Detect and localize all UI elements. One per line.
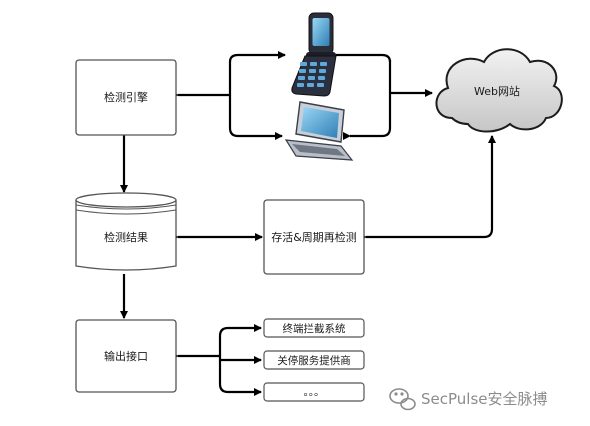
- output-target-2: 关停服务提供商: [263, 350, 365, 370]
- phone-to-web-bus: [323, 51, 392, 63]
- output-target-3: 。。。: [263, 382, 365, 402]
- laptop-to-web-bus: [343, 127, 392, 140]
- watermark: SecPulse安全脉搏: [389, 388, 548, 411]
- recheck-to-web: [359, 135, 496, 241]
- output-interface-box: 输出接口: [75, 319, 177, 393]
- web-site-label: Web网站: [474, 84, 520, 98]
- wechat-icon: [389, 388, 416, 411]
- output-target-2-label: 关停服务提供商: [277, 354, 351, 367]
- output-target-1-label: 终端拦截系统: [283, 322, 346, 335]
- connectors: [120, 51, 496, 396]
- bus-to-output-3: [218, 383, 262, 396]
- output-interface-label: 输出接口: [104, 349, 148, 363]
- cloud-icon: [435, 48, 563, 133]
- output-target-1: 终端拦截系统: [263, 318, 365, 338]
- bus-to-phone: [228, 51, 286, 63]
- detection-engine-label: 检测引擎: [104, 90, 148, 104]
- output-target-3-label: 。。。: [304, 386, 325, 398]
- detection-engine-box: 检测引擎: [75, 59, 177, 136]
- mobile-phone-icon: [291, 12, 337, 97]
- recheck-label: 存活&周期再检测: [271, 230, 357, 244]
- laptop-icon: [284, 101, 354, 161]
- recheck-box: 存活&周期再检测: [263, 199, 365, 275]
- watermark-text: SecPulse安全脉搏: [421, 390, 548, 408]
- bus-to-laptop: [228, 127, 283, 140]
- web-site-cloud: Web网站: [435, 48, 563, 133]
- detection-results-label: 检测结果: [104, 230, 148, 244]
- detection-results-database: 检测结果: [75, 192, 177, 271]
- bus-to-output-1: [218, 324, 262, 337]
